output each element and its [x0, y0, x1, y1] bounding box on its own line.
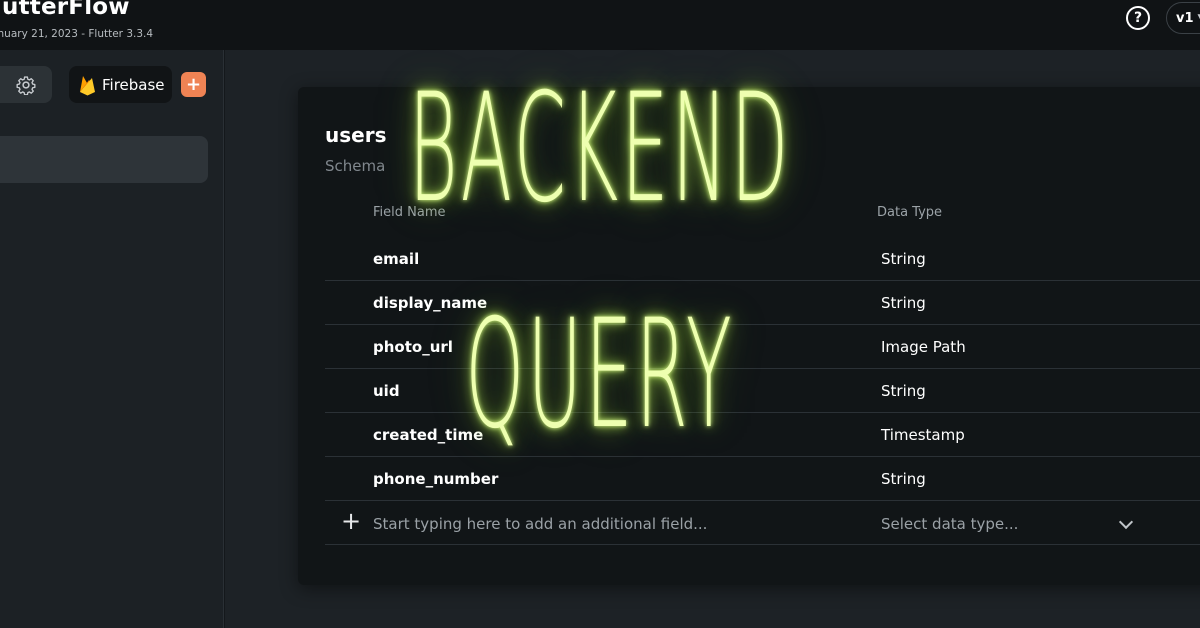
app-subtitle: January 21, 2023 - Flutter 3.3.4: [0, 28, 154, 40]
schema-card: users Schema Field Name Data Type email …: [298, 87, 1200, 585]
sidebar: Firebase +: [0, 50, 224, 628]
column-header-field-name: Field Name: [373, 205, 446, 220]
new-field-input[interactable]: Start typing here to add an additional f…: [373, 515, 708, 533]
table-row[interactable]: photo_url Image Path: [325, 325, 1200, 369]
table-row[interactable]: phone_number String: [325, 457, 1200, 501]
collection-title: users: [325, 123, 387, 147]
firebase-flame-icon: [80, 75, 95, 95]
column-header-data-type: Data Type: [877, 205, 943, 220]
plus-icon: +: [185, 73, 202, 95]
field-name: display_name: [373, 294, 488, 312]
sidebar-item-selected-collection[interactable]: [0, 136, 208, 183]
table-row[interactable]: display_name String: [325, 281, 1200, 325]
app-title: FlutterFlow: [0, 0, 130, 20]
data-type-select[interactable]: Select data type...: [881, 515, 1019, 533]
field-type: String: [881, 250, 926, 268]
help-glyph: ?: [1133, 10, 1143, 26]
table-row[interactable]: created_time Timestamp: [325, 413, 1200, 457]
field-name: created_time: [373, 426, 484, 444]
field-name: email: [373, 250, 420, 268]
table-row[interactable]: uid String: [325, 369, 1200, 413]
gear-icon: [16, 75, 36, 95]
field-name: uid: [373, 382, 400, 400]
field-type: Timestamp: [881, 426, 965, 444]
field-type: String: [881, 470, 926, 488]
field-name: phone_number: [373, 470, 499, 488]
field-name: photo_url: [373, 338, 453, 356]
version-label: v1: [1176, 10, 1194, 26]
help-icon[interactable]: ?: [1126, 6, 1150, 30]
firebase-label: Firebase: [102, 75, 165, 94]
version-dropdown[interactable]: v1 ▼: [1166, 2, 1200, 34]
field-type: Image Path: [881, 338, 966, 356]
add-field-row: + Start typing here to add an additional…: [325, 501, 1200, 545]
collection-subtitle: Schema: [325, 157, 386, 175]
table-row[interactable]: email String: [325, 237, 1200, 281]
top-bar: FlutterFlow January 21, 2023 - Flutter 3…: [0, 0, 1200, 50]
field-type: String: [881, 294, 926, 312]
chevron-down-icon: ▼: [1198, 13, 1200, 23]
settings-button[interactable]: [0, 66, 52, 103]
plus-icon[interactable]: +: [341, 507, 362, 535]
add-collection-button[interactable]: +: [181, 72, 206, 97]
firebase-button[interactable]: Firebase: [69, 66, 172, 103]
field-type: String: [881, 382, 926, 400]
chevron-down-icon[interactable]: [1118, 514, 1134, 530]
